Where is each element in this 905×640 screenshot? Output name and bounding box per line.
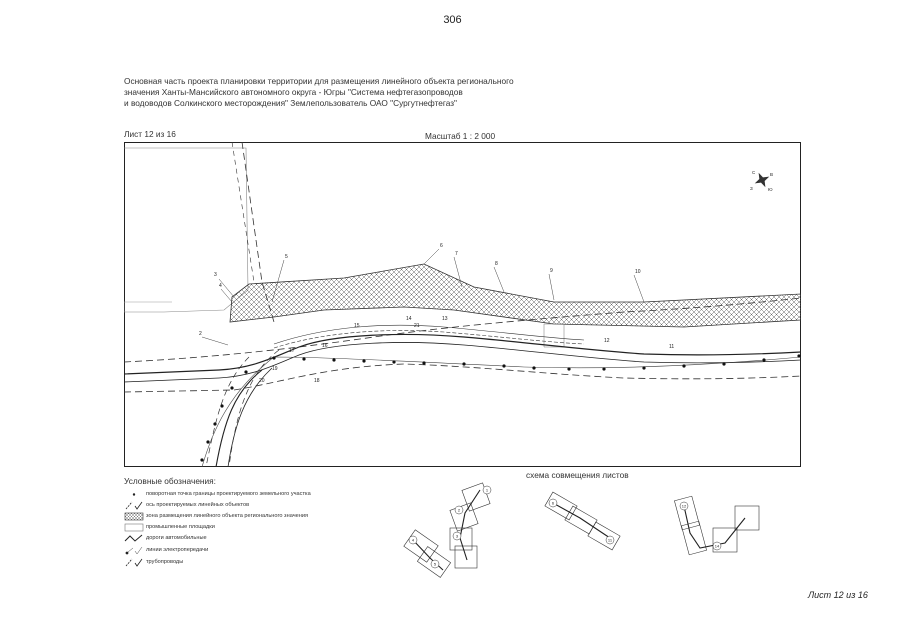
svg-text:С: С <box>752 170 756 175</box>
point-label: 2 <box>199 331 202 337</box>
legend-item: дороги автомобильные <box>124 534 424 544</box>
legend-item: трубопроводы <box>124 558 424 568</box>
point-label: 13 <box>442 316 448 322</box>
scheme-title: схема совмещения листов <box>526 470 629 480</box>
point-label: 11 <box>669 344 674 350</box>
title-line-2: значения Ханты-Мансийского автономного о… <box>124 87 463 97</box>
point-label: 16 <box>322 343 328 349</box>
sheet-label: Лист 12 из 16 <box>124 129 176 139</box>
sheet-layout-scheme: 1 2 3 4 5 6 11 12 14 <box>403 482 760 578</box>
point-label: 15 <box>354 323 360 329</box>
road-main <box>124 333 801 375</box>
scheme-sheet-number: 12 <box>682 504 687 509</box>
point-label: 10 <box>635 269 641 275</box>
legend-item: линии электропередачи <box>124 546 424 556</box>
scheme-sheet-number: 3 <box>456 534 459 539</box>
point-label: 3 <box>214 272 217 278</box>
svg-text:В: В <box>770 172 773 177</box>
point-label: 4 <box>219 283 222 289</box>
scale-label: Масштаб 1 : 2 000 <box>425 131 496 141</box>
legend-item: промышленные площадки <box>124 523 424 533</box>
legend-item: ось проектируемых линейных объектов <box>124 501 424 511</box>
point-label: 21 <box>414 323 420 329</box>
scheme-sheet-number: 11 <box>608 538 613 543</box>
title-line-3: и водоводов Солкинского месторождения" З… <box>124 98 458 108</box>
page-number: 306 <box>443 14 462 26</box>
industrial-area-icon <box>124 523 144 532</box>
axis-line-icon <box>125 501 143 510</box>
svg-text:З: З <box>750 186 753 191</box>
road-icon <box>124 534 143 542</box>
document-title: Основная часть проекта планировки террит… <box>124 76 684 109</box>
power-poles <box>200 354 801 462</box>
point-label: 9 <box>550 268 553 274</box>
point-label: 7 <box>455 251 458 257</box>
point-label: 19 <box>272 366 278 372</box>
scheme-sheet-number: 2 <box>458 508 461 513</box>
footer-sheet-label: Лист 12 из 16 <box>808 590 868 600</box>
scheme-sheet-number: 6 <box>552 501 555 506</box>
point-label: 20 <box>259 378 265 384</box>
legend-item: зона размещения линейного объекта регион… <box>124 512 424 522</box>
point-label: 17 <box>289 348 295 354</box>
compass-icon: С В Ю З <box>750 170 773 192</box>
power-line-icon <box>125 546 143 555</box>
point-label: 14 <box>406 316 412 322</box>
point-label: 6 <box>440 243 443 249</box>
pipeline-icon <box>125 558 143 567</box>
legend-item: поворотная точка границы проектируемого … <box>124 490 424 500</box>
point-label: 18 <box>314 378 320 384</box>
point-label: 8 <box>495 261 498 267</box>
scheme-sheet-number: 14 <box>715 544 720 549</box>
svg-text:Ю: Ю <box>768 187 773 192</box>
title-line-1: Основная часть проекта планировки террит… <box>124 76 514 86</box>
legend-title: Условные обозначения: <box>124 476 216 486</box>
site-plan-map: 2 3 4 5 6 7 8 9 10 11 12 13 14 15 16 17 … <box>124 142 801 467</box>
hatch-zone-icon <box>124 512 144 521</box>
placement-zone <box>229 263 801 328</box>
scheme-sheet-number: 1 <box>486 488 489 493</box>
scheme-sheet-number: 4 <box>412 538 415 543</box>
point-dot-icon <box>132 493 136 496</box>
scheme-sheet-number: 5 <box>434 562 437 567</box>
point-label: 5 <box>285 254 288 260</box>
point-label: 12 <box>604 338 610 344</box>
